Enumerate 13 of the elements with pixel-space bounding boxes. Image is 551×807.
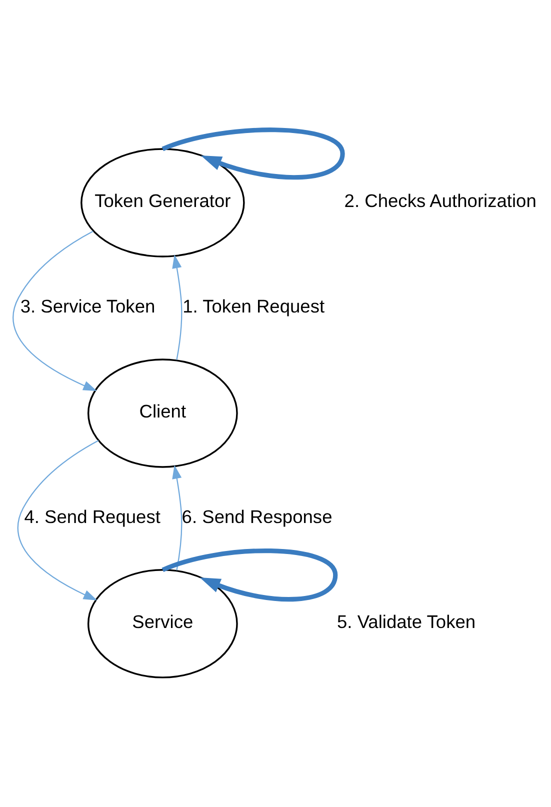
edge-label: 1. Token Request (182, 295, 325, 316)
edge-label: 3. Service Token (20, 295, 156, 316)
node-ellipse: Service (87, 569, 238, 678)
edge-label: 5. Validate Token (337, 611, 476, 632)
node-ellipse: Client (87, 358, 238, 468)
edge-label: 4. Send Request (24, 506, 160, 527)
arrow (12, 230, 97, 392)
edge-label: 6. Send Response (182, 506, 332, 527)
node-ellipse: Token Generator (80, 148, 245, 258)
arrow (172, 254, 182, 360)
edge-label: 2. Checks Authorization (344, 190, 536, 212)
arrow (17, 440, 99, 600)
arrow (172, 464, 182, 570)
